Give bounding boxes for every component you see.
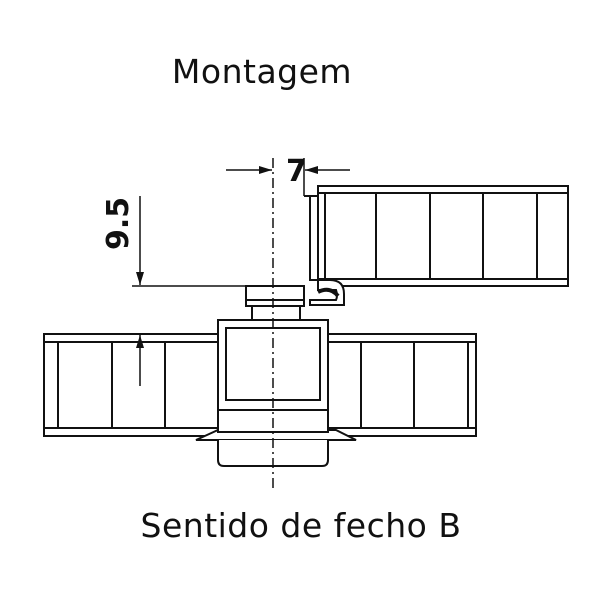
title-closing-direction: Sentido de fecho B xyxy=(140,506,462,545)
upper-panel xyxy=(317,185,569,287)
dimension-9-5-label: 9.5 xyxy=(101,197,136,250)
title-montagem: Montagem xyxy=(171,52,353,91)
dimension-7-label: 7 xyxy=(286,154,307,189)
dimension-7 xyxy=(226,158,350,196)
strike-clip xyxy=(304,195,345,306)
